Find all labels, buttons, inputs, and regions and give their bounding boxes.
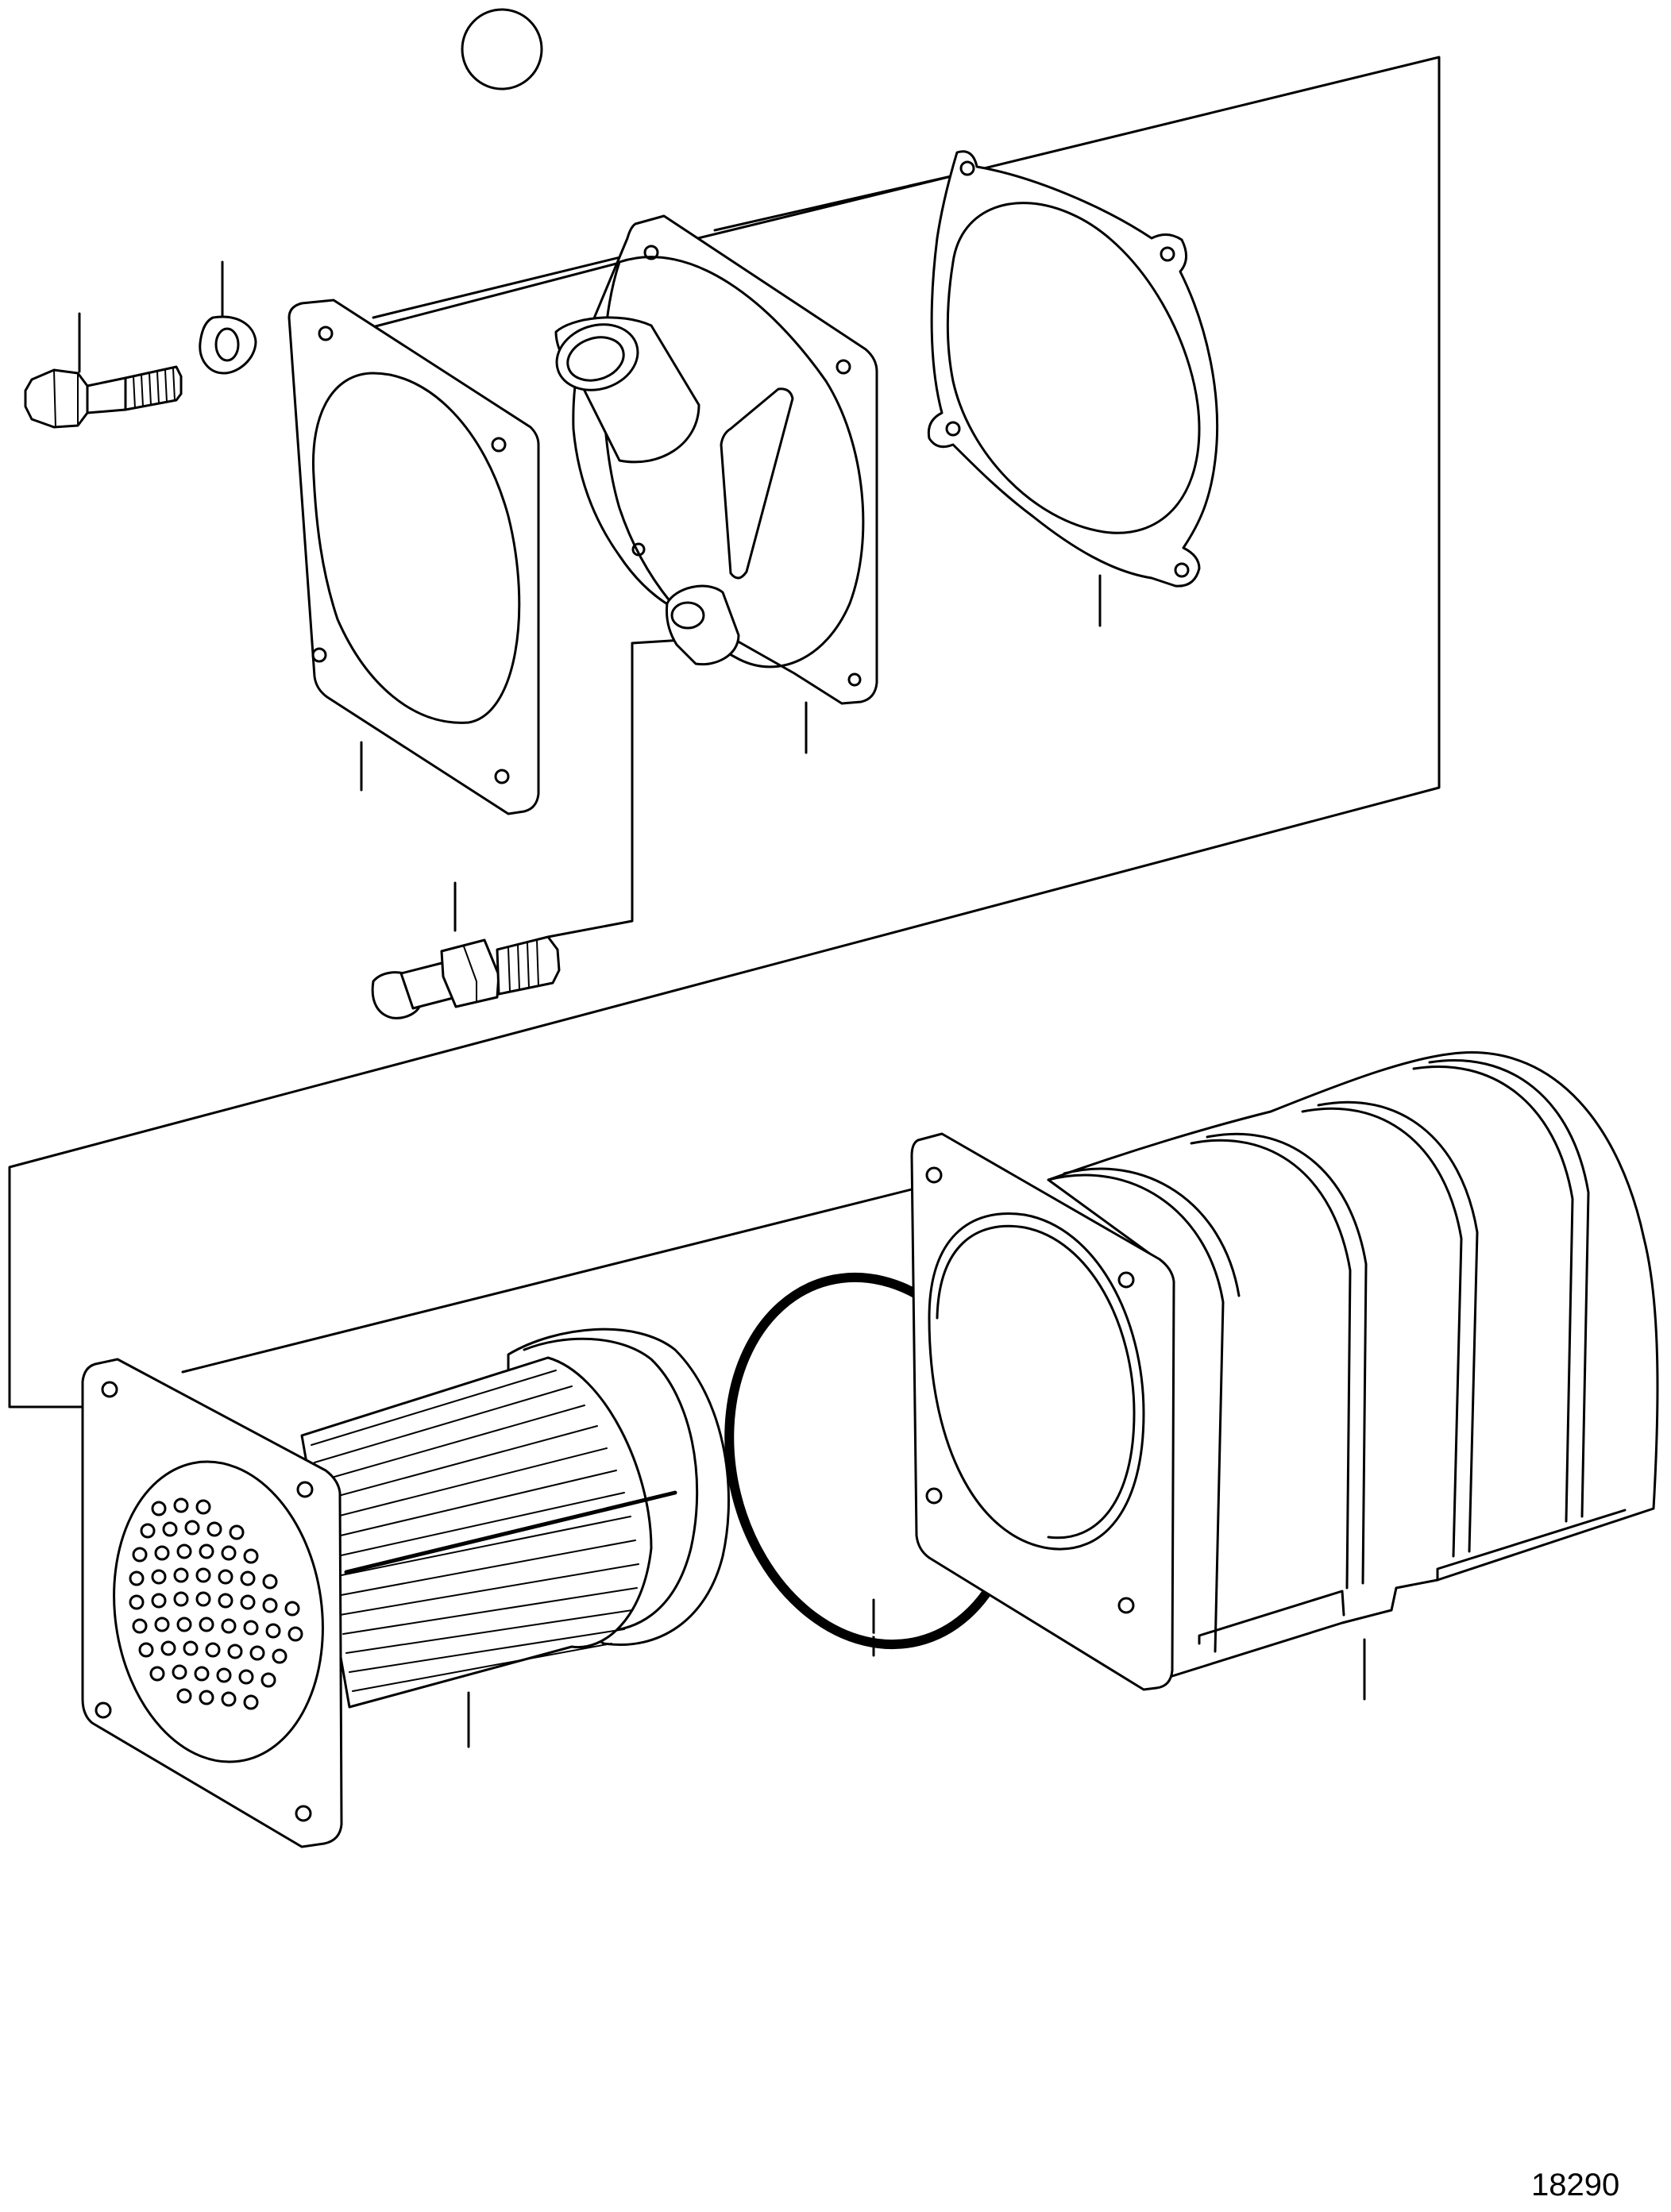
- assembly-frame-line: [8, 56, 1441, 1409]
- tube-insert-tube-holes: [129, 1497, 303, 1710]
- front-gasket-part: [288, 299, 540, 815]
- housing-flange: [910, 1132, 1175, 1691]
- housing-ribs: [1047, 1058, 1627, 1653]
- housing-flange-hole-tl: [925, 1166, 943, 1184]
- tube-insert-tubes: [311, 1370, 677, 1692]
- front-gasket-hole-tl: [318, 326, 334, 341]
- housing-part: [910, 1051, 1659, 1691]
- tube-insert-part: [81, 1328, 730, 1848]
- front-gasket-opening: [311, 372, 521, 724]
- rear-gasket-hole-right: [1160, 246, 1175, 262]
- rear-gasket-outline: [927, 150, 1219, 588]
- drain-plug-hex: [440, 938, 500, 1008]
- end-cover-rib: [720, 387, 794, 580]
- drain-boss-hole: [670, 601, 705, 630]
- rear-gasket-opening: [946, 202, 1201, 534]
- housing-flange-hole-br: [1117, 1597, 1135, 1614]
- front-gasket-hole-bl: [311, 647, 327, 663]
- front-gasket-outline: [288, 299, 540, 815]
- drain-boss: [666, 584, 740, 666]
- end-cover-dome: [602, 256, 865, 669]
- end-cover-hole-tl: [643, 245, 659, 260]
- front-gasket-hole-tr: [491, 437, 507, 453]
- end-cover-hole-br: [847, 672, 862, 687]
- front-gasket-hole-br: [494, 769, 510, 784]
- tube-insert-plate-hole-bl: [95, 1701, 112, 1719]
- figure-number: 18290: [1531, 2168, 1620, 2202]
- drain-plug-part: [371, 935, 561, 1019]
- tube-insert-plate-hole-br: [295, 1805, 312, 1822]
- end-cover-hole-tr: [836, 359, 851, 375]
- housing-outer-shell: [1047, 1051, 1659, 1682]
- rear-axis-line: [713, 171, 967, 232]
- housing-flange-hole-tr: [1117, 1271, 1135, 1289]
- pipe-outlet-inner: [566, 336, 625, 382]
- drain-plug-line: [546, 638, 685, 938]
- lower-axis-line-left: [181, 1185, 923, 1374]
- tube-insert-plate-opening: [113, 1460, 324, 1763]
- washer-part: [199, 315, 257, 375]
- rear-gasket-hole-bottom: [1174, 562, 1190, 578]
- rear-gasket-hole-top: [959, 160, 975, 176]
- tube-insert-plate-hole-tl: [101, 1381, 118, 1398]
- washer-outer: [199, 315, 257, 375]
- tube-insert-plate-hole-tr: [296, 1481, 314, 1498]
- end-cover-hole-bl: [631, 542, 646, 557]
- end-cover-part: [554, 214, 878, 705]
- variant-marker-circle: [461, 8, 543, 91]
- rear-gasket-hole-left: [945, 421, 961, 437]
- rear-gasket-part: [927, 150, 1219, 588]
- tube-insert-plate: [81, 1358, 343, 1848]
- bolt-part: [24, 365, 183, 429]
- housing-flange-hole-bl: [925, 1487, 943, 1505]
- housing-flange-opening: [928, 1212, 1145, 1551]
- bolt-shank: [86, 376, 127, 414]
- washer-hole: [214, 327, 240, 362]
